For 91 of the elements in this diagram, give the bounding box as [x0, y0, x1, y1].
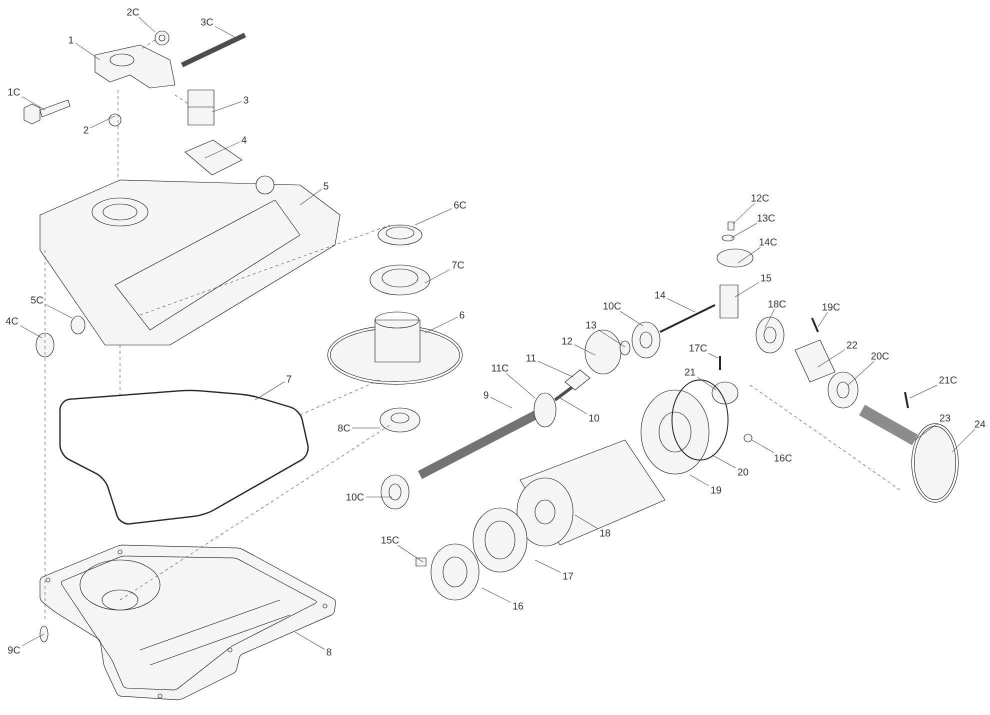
- leader-line: [538, 360, 574, 378]
- callout-number: 9C: [8, 646, 20, 654]
- leader-line: [424, 316, 458, 334]
- callout-number: 11: [526, 354, 536, 362]
- callout-number: 15: [761, 274, 772, 282]
- leader-line: [752, 440, 774, 454]
- leader-line: [212, 101, 242, 112]
- leader-line: [75, 42, 100, 60]
- leader-line: [300, 189, 322, 206]
- callout-number: 9: [484, 391, 488, 399]
- leader-line: [534, 560, 561, 573]
- callout-number: 3: [244, 96, 248, 104]
- leader-line: [690, 474, 709, 486]
- callout-number: 18C: [768, 300, 786, 308]
- leader-line: [214, 26, 240, 40]
- callout-number: 19: [711, 486, 722, 494]
- callout-number: 3C: [201, 18, 213, 26]
- leader-line: [697, 376, 716, 390]
- callout-number: 22: [846, 342, 858, 348]
- callout-number: 12: [562, 338, 572, 344]
- leader-line: [620, 311, 644, 326]
- leader-line: [818, 349, 845, 368]
- callout-number: 13: [586, 321, 596, 329]
- callout-number: 8: [326, 648, 332, 656]
- callout-number: 15C: [382, 536, 399, 544]
- callout-number: 11C: [492, 364, 508, 372]
- callout-number: 24: [974, 420, 986, 428]
- leader-line: [482, 588, 511, 603]
- leader-line: [910, 384, 938, 398]
- leader-line: [818, 312, 828, 328]
- callout-number: 16C: [774, 454, 792, 462]
- callout-number: 20: [738, 468, 748, 476]
- callout-number: 4: [241, 136, 246, 144]
- leader-line: [424, 269, 450, 284]
- leader-line: [848, 361, 874, 386]
- callout-number: 7: [286, 376, 292, 382]
- callout-number: 10C: [604, 302, 621, 310]
- leader-line: [20, 325, 42, 338]
- callout-number: 21C: [939, 376, 957, 384]
- callout-number: 13C: [758, 214, 775, 222]
- callout-number: 1C: [8, 88, 20, 96]
- leader-line: [90, 116, 116, 128]
- leader-line: [734, 282, 759, 298]
- callout-number: 17C: [690, 344, 707, 352]
- callout-number: 8C: [338, 424, 350, 432]
- callout-number: 12C: [752, 194, 769, 202]
- leader-line: [598, 329, 626, 348]
- callout-number: 14C: [760, 238, 777, 246]
- leader-line: [667, 298, 696, 312]
- callout-number: 2C: [127, 8, 139, 16]
- leader-line: [204, 142, 240, 158]
- callout-number: 2: [84, 126, 88, 134]
- leader-line: [574, 514, 598, 529]
- leader-line: [730, 223, 758, 238]
- leader-line: [414, 208, 452, 226]
- callout-number: 10C: [346, 493, 364, 501]
- callout-number: 10: [589, 414, 600, 422]
- callout-number: 17: [563, 572, 574, 580]
- leader-line: [490, 397, 512, 408]
- leader-line: [708, 353, 718, 358]
- callout-number: 6C: [454, 201, 466, 209]
- callout-number: 19C: [822, 303, 840, 311]
- callout-number: 4C: [6, 317, 18, 325]
- callout-number: 7C: [452, 261, 464, 269]
- leader-line: [914, 423, 938, 440]
- callout-number: 20C: [871, 352, 889, 360]
- leader-line: [738, 247, 761, 264]
- callout-number: 16: [513, 602, 524, 610]
- callout-number: 1: [69, 36, 74, 44]
- leader-line: [712, 454, 736, 468]
- leader-line: [764, 309, 775, 328]
- callout-number: 23: [940, 414, 950, 422]
- leader-line: [22, 634, 44, 646]
- leader-line: [44, 304, 72, 318]
- callout-number: 5: [324, 182, 328, 190]
- leader-line: [294, 632, 325, 650]
- leader-line: [22, 96, 46, 110]
- leader-line: [506, 373, 536, 398]
- leader-line: [366, 496, 392, 498]
- callout-number: 5C: [31, 296, 43, 304]
- callout-number: 21: [684, 368, 696, 376]
- leader-line: [952, 428, 976, 452]
- leader-line: [560, 398, 587, 414]
- leader-line: [138, 17, 156, 32]
- callout-number: 18: [600, 529, 610, 537]
- callout-number: 6: [460, 311, 464, 319]
- callout-number: 14: [655, 292, 666, 298]
- leader-line: [574, 344, 596, 356]
- leader-line: [732, 203, 755, 224]
- leader-line: [254, 382, 285, 400]
- leader-line: [398, 545, 424, 562]
